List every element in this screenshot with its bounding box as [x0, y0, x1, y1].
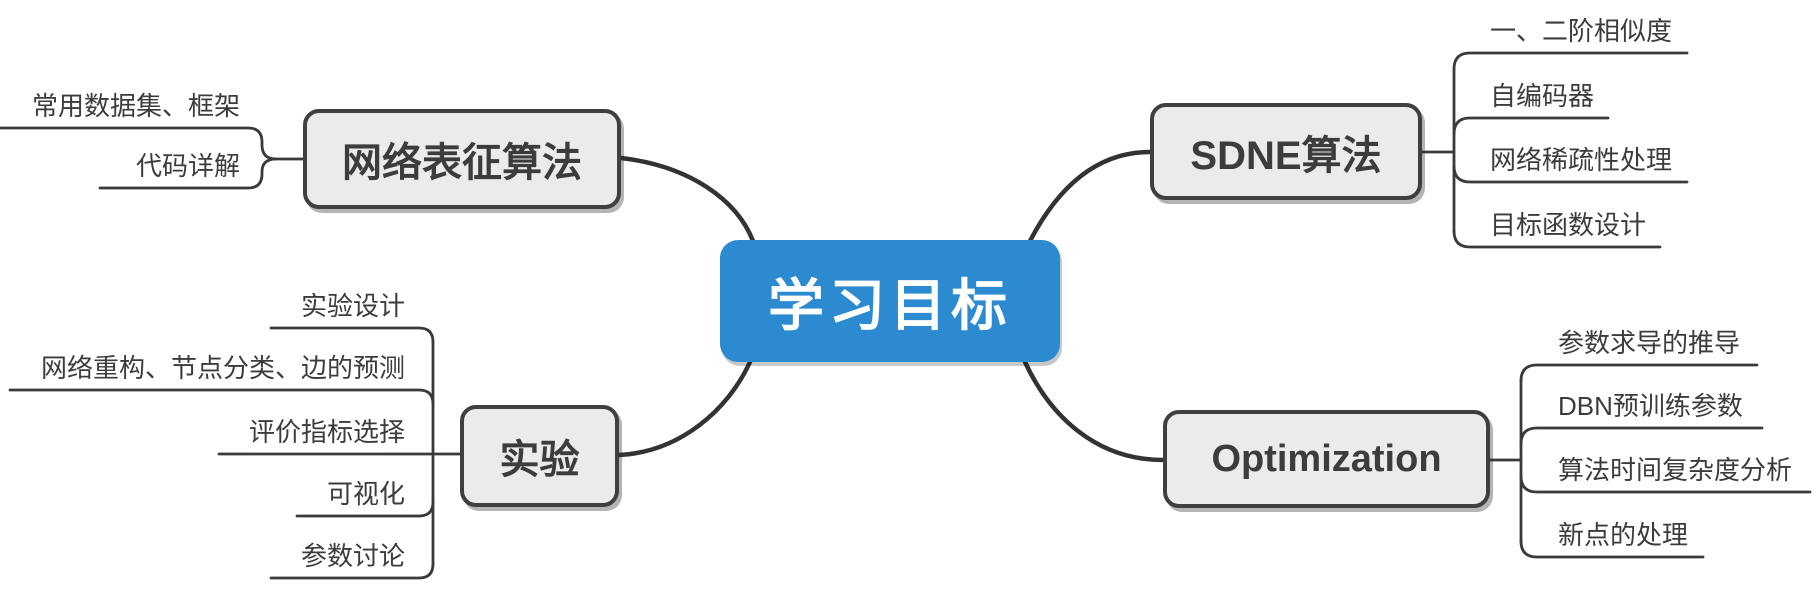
- subtopic-network-sparsity-handling[interactable]: 网络稀疏性处理: [1490, 145, 1673, 175]
- subtopic-common-datasets-frameworks[interactable]: 常用数据集、框架: [31, 91, 240, 121]
- subtopic-network-reconstruction-node-classification-link-prediction[interactable]: 网络重构、节点分类、边的预测: [40, 353, 405, 383]
- subtopic-code-explanation[interactable]: 代码详解: [135, 151, 240, 181]
- underline-autoencoder: [1452, 116, 1610, 136]
- connector-root-network-representation: [618, 155, 756, 244]
- underline-first-second-order-similarity: [1452, 51, 1689, 71]
- underline-experiment-design: [269, 326, 435, 344]
- underline-network-sparsity-handling: [1452, 164, 1689, 184]
- root-topic[interactable]: 学习目标: [720, 240, 1060, 362]
- underline-new-node-handling: [1519, 539, 1705, 559]
- subtopic-objective-function-design[interactable]: 目标函数设计: [1490, 210, 1647, 240]
- underline-time-complexity-analysis: [1519, 474, 1812, 494]
- subtopic-first-second-order-similarity[interactable]: 一、二阶相似度: [1490, 16, 1673, 46]
- subtopic-autoencoder[interactable]: 自编码器: [1490, 81, 1595, 111]
- subtopic-parameter-derivation[interactable]: 参数求导的推导: [1558, 328, 1741, 358]
- subtopic-visualization[interactable]: 可视化: [326, 479, 405, 509]
- connector-root-sdne: [1027, 149, 1153, 244]
- subtopic-parameter-discussion[interactable]: 参数讨论: [300, 541, 405, 571]
- subtopic-dbn-pretraining-parameters[interactable]: DBN预训练参数: [1558, 391, 1743, 421]
- subtopic-experiment-design[interactable]: 实验设计: [300, 291, 405, 321]
- subtopic-new-node-handling[interactable]: 新点的处理: [1558, 520, 1689, 550]
- underline-objective-function-design: [1452, 229, 1662, 249]
- underline-parameter-derivation: [1519, 363, 1759, 383]
- underline-network-reconstruction: [8, 388, 435, 406]
- underline-code-explanation: [98, 157, 278, 190]
- subtopic-time-complexity-analysis[interactable]: 算法时间复杂度分析: [1558, 455, 1793, 485]
- branch-topic-optimization[interactable]: Optimization: [1163, 410, 1490, 508]
- branch-topic-experiment[interactable]: 实验: [460, 405, 619, 507]
- connector-root-optimization: [1022, 359, 1166, 463]
- subtopic-evaluation-metrics[interactable]: 评价指标选择: [248, 417, 405, 447]
- branch-topic-network-representation[interactable]: 网络表征算法: [303, 109, 621, 209]
- connector-root-experiment: [616, 359, 753, 458]
- branch-topic-sdne[interactable]: SDNE算法: [1150, 103, 1422, 200]
- underline-dbn-pretraining-parameters: [1519, 426, 1764, 446]
- underline-parameter-discussion: [269, 562, 435, 580]
